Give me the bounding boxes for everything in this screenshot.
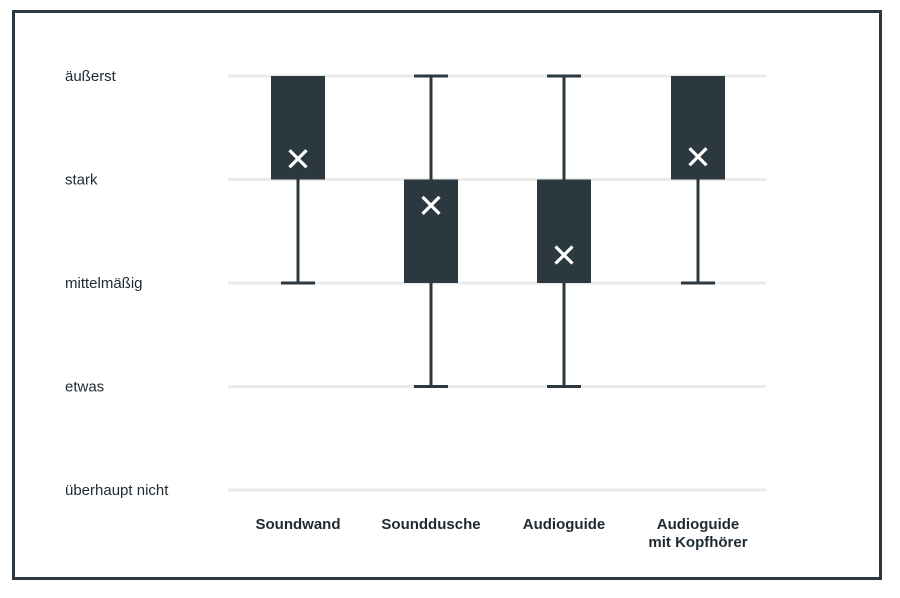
box-2: [404, 74, 458, 388]
y-tick-label: stark: [65, 172, 98, 189]
box-3: [537, 74, 591, 388]
mean-marker: [554, 245, 574, 265]
box-1: [271, 76, 325, 285]
mean-marker: [288, 149, 308, 169]
box-4: [671, 76, 725, 285]
x-tick-label: Soundwand: [256, 516, 341, 533]
box-rect: [271, 76, 325, 180]
box-series: [271, 74, 725, 388]
box-rect: [404, 179, 458, 283]
y-tick-label: etwas: [65, 379, 104, 396]
y-tick-label: äußerst: [65, 68, 117, 85]
box-rect: [671, 76, 725, 180]
y-tick-label: mittelmäßig: [65, 275, 143, 292]
x-axis-labels: Soundwand Sounddusche Audioguide Audioguide…: [256, 516, 748, 551]
chart-frame: [12, 10, 882, 580]
mean-marker: [688, 147, 708, 167]
x-tick-label: Audioguide: [523, 516, 606, 533]
y-axis-labels: überhaupt nicht etwas mittelmäßig stark äuße…: [65, 68, 169, 499]
y-tick-label: überhaupt nicht: [65, 482, 169, 499]
mean-marker: [421, 195, 441, 216]
x-tick-label: Sounddusche: [381, 516, 480, 533]
box-rect: [537, 179, 591, 283]
